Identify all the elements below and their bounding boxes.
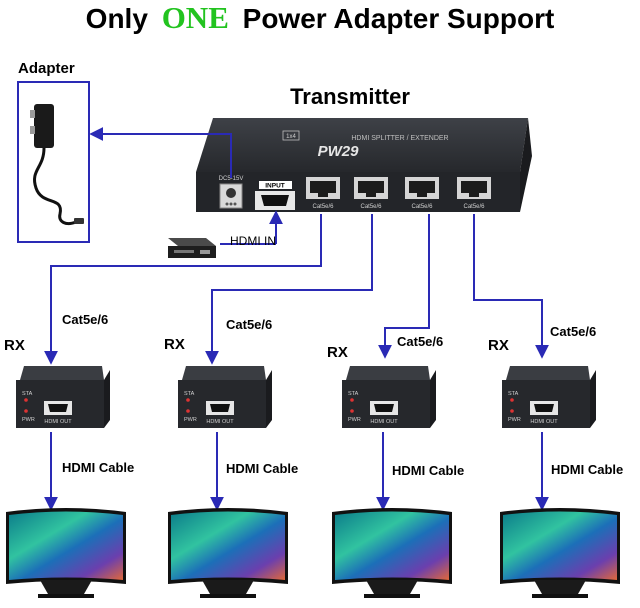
rx-out-2: HDMI OUT (206, 419, 234, 425)
monitor-2 (168, 508, 288, 598)
power-wire (89, 127, 232, 178)
rj45-port-1 (306, 177, 340, 199)
hdmi-cable-label-3: HDMI Cable (392, 463, 464, 478)
hdmi-cable-label-4: HDMI Cable (551, 462, 623, 477)
rx-cable-label-4: Cat5e/6 (550, 324, 596, 339)
rx-pwr-1: PWR (22, 417, 35, 423)
hdmi-cable-label-1: HDMI Cable (62, 460, 134, 475)
port-label-4: Cat5e/6 (463, 204, 485, 210)
rx-sta-3: STA (348, 391, 359, 397)
rx-sta-4: STA (508, 391, 519, 397)
title-suffix: Power Adapter Support (243, 3, 555, 34)
monitor-4 (500, 508, 620, 598)
transmitter-device: PW29 HDMI SPLITTER / EXTENDER 1x4 DC5-15… (196, 118, 532, 212)
adapter-box (17, 81, 90, 243)
transmitter-silk: HDMI SPLITTER / EXTENDER (351, 135, 448, 142)
rx-cable-label-1: Cat5e/6 (62, 312, 108, 327)
hdmi-in-label: HDMI IN (230, 234, 276, 248)
rx-label-4: RX (488, 337, 509, 354)
rx-out-4: HDMI OUT (530, 419, 558, 425)
rj45-port-4 (457, 177, 491, 199)
rx-out-1: HDMI OUT (44, 419, 72, 425)
rx-pwr-3: PWR (348, 417, 361, 423)
receiver-2: STA PWR HDMI OUT (178, 366, 272, 428)
title-highlight: ONE (162, 0, 229, 35)
rx-cable-label-2: Cat5e/6 (226, 317, 272, 332)
transmitter-label: Transmitter (290, 84, 410, 109)
rj45-port-2 (354, 177, 388, 199)
rx-out-3: HDMI OUT (370, 419, 398, 425)
page-title: Only ONE Power Adapter Support (86, 0, 555, 35)
cat-wire-2 (205, 214, 373, 365)
adapter-label: Adapter (18, 60, 75, 77)
rx-pwr-2: PWR (184, 417, 197, 423)
cat-wire-3 (378, 214, 430, 359)
transmitter-model: PW29 (318, 143, 360, 160)
rx-pwr-4: PWR (508, 417, 521, 423)
power-adapter-icon (30, 104, 84, 226)
port-label-3: Cat5e/6 (411, 204, 433, 210)
rx-label-3: RX (327, 344, 348, 361)
rx-cable-label-3: Cat5e/6 (397, 334, 443, 349)
receiver-3: STA PWR HDMI OUT (342, 366, 436, 428)
title-prefix: Only (86, 3, 149, 34)
receiver-1: STA PWR HDMI OUT (16, 366, 110, 428)
rx-label-2: RX (164, 336, 185, 353)
cat-wire-1 (44, 214, 322, 365)
monitor-3 (332, 508, 452, 598)
hdmi-source-icon (168, 238, 216, 258)
port-label-2: Cat5e/6 (360, 204, 382, 210)
rx-sta-1: STA (22, 391, 33, 397)
hdmi-input-label: INPUT (265, 183, 285, 190)
rx-label-1: RX (4, 337, 25, 354)
rj45-port-3 (405, 177, 439, 199)
hdmi-cable-label-2: HDMI Cable (226, 461, 298, 476)
monitor-1 (6, 508, 126, 598)
receiver-4: STA PWR HDMI OUT (502, 366, 596, 428)
transmitter-badge: 1x4 (286, 134, 296, 140)
dc-label: DC5-15V (219, 176, 244, 182)
rx-sta-2: STA (184, 391, 195, 397)
cat-wire-4 (473, 214, 549, 359)
port-label-1: Cat5e/6 (312, 204, 334, 210)
